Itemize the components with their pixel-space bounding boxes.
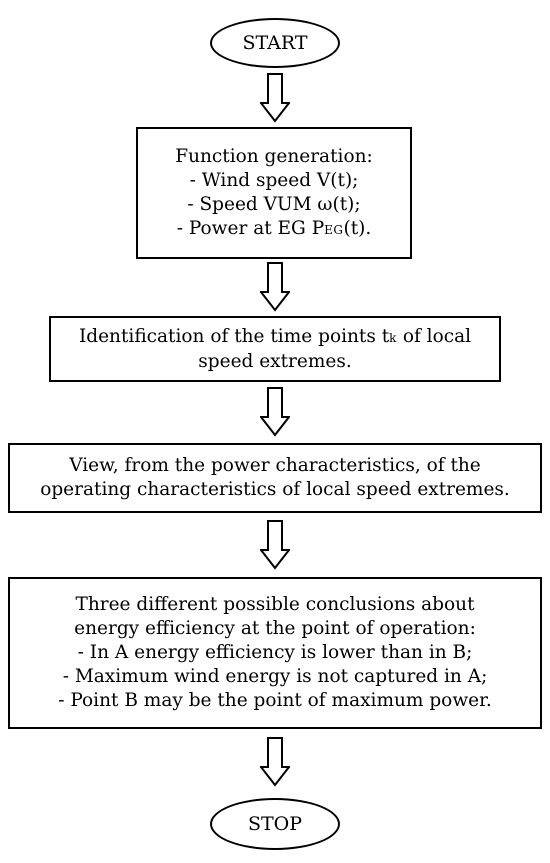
time-points-identification-box: Identification of the time points tk of … — [49, 316, 501, 382]
eg-power-suffix: (t). — [343, 217, 372, 239]
eg-power-prefix: - Power at EG P — [176, 217, 325, 239]
identification-line-1: Identification of the time points tk of … — [79, 325, 471, 350]
start-label: START — [242, 32, 308, 54]
identification-suffix: of local — [396, 325, 472, 347]
conclusions-line-1: Three different possible conclusions abo… — [75, 594, 475, 615]
flow-arrow-2 — [260, 262, 290, 312]
stop-terminal: STOP — [210, 798, 340, 850]
conclusions-line-4: - Maximum wind energy is not captured in… — [62, 666, 488, 687]
conclusions-box: Three different possible conclusions abo… — [8, 577, 542, 729]
view-line-1: View, from the power characteristics, of… — [69, 455, 481, 476]
function-generation-box: Function generation: - Wind speed V(t); … — [136, 127, 412, 259]
vum-speed-item: - Speed VUM ω(t); — [187, 193, 361, 215]
stop-label: STOP — [247, 813, 303, 835]
flow-arrow-5 — [260, 737, 290, 787]
operating-characteristics-box: View, from the power characteristics, of… — [8, 443, 542, 513]
wind-speed-item: - Wind speed V(t); — [189, 169, 359, 191]
identification-line-2: speed extremes. — [198, 350, 352, 372]
conclusions-line-2: energy efficiency at the point of operat… — [74, 618, 476, 639]
eg-power-item: - Power at EG PEG(t). — [177, 217, 372, 242]
identification-prefix: Identification of the time points t — [78, 325, 390, 347]
flow-arrow-3 — [260, 387, 290, 437]
eg-power-subscript: EG — [324, 222, 344, 237]
view-line-2: operating characteristics of local speed… — [40, 479, 510, 500]
start-terminal: START — [210, 18, 340, 68]
conclusions-line-5: - Point B may be the point of maximum po… — [58, 690, 492, 711]
function-generation-title: Function generation: — [175, 145, 373, 167]
flow-arrow-4 — [260, 520, 290, 570]
time-point-subscript: k — [389, 330, 397, 345]
conclusions-line-3: - In A energy efficiency is lower than i… — [77, 642, 473, 663]
flow-arrow-1 — [260, 73, 290, 123]
